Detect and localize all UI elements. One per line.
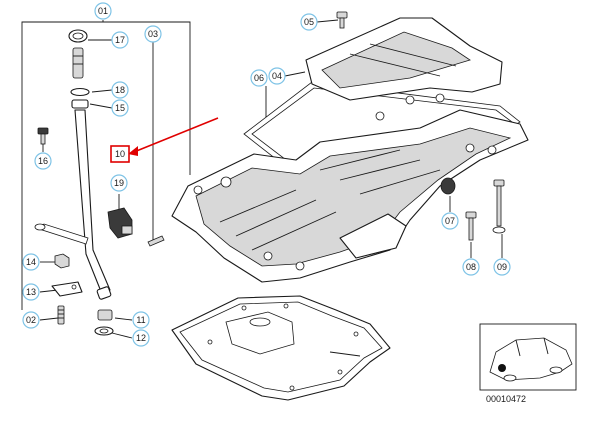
svg-text:05: 05 <box>304 17 314 27</box>
highlighted-part-label: 10 <box>115 149 125 159</box>
dipstick-seal <box>72 47 84 79</box>
svg-text:09: 09 <box>497 262 507 272</box>
callout-02[interactable]: 02 <box>22 311 40 329</box>
arrow-head-icon <box>128 146 138 156</box>
small-parts <box>51 207 165 336</box>
callout-15[interactable]: 15 <box>111 99 129 117</box>
callout-12[interactable]: 12 <box>132 329 150 347</box>
highlighted-part-box[interactable]: 10 <box>110 145 130 163</box>
callout-07[interactable]: 07 <box>441 212 459 230</box>
oil-filler-plug <box>440 177 456 195</box>
svg-text:01: 01 <box>98 6 108 16</box>
holder-bracket <box>51 281 83 297</box>
callout-01[interactable]: 01 <box>94 2 112 20</box>
baffle-bolt <box>336 11 348 19</box>
svg-text:07: 07 <box>445 216 455 226</box>
o-ring <box>70 87 90 97</box>
leader-lines <box>21 19 503 339</box>
callout-09[interactable]: 09 <box>493 258 511 276</box>
upper-oil-pan <box>171 93 529 283</box>
callout-03[interactable]: 03 <box>144 25 162 43</box>
svg-text:02: 02 <box>26 315 36 325</box>
svg-text:16: 16 <box>38 156 48 166</box>
svg-text:04: 04 <box>272 71 282 81</box>
callout-04[interactable]: 04 <box>268 67 286 85</box>
svg-text:03: 03 <box>148 29 158 39</box>
callout-17[interactable]: 17 <box>111 31 129 49</box>
reference-number: 00010472 <box>486 394 526 404</box>
dipstick-guide-tube <box>74 109 111 295</box>
nut <box>54 253 70 269</box>
svg-text:15: 15 <box>115 103 125 113</box>
callout-08[interactable]: 08 <box>462 258 480 276</box>
svg-text:08: 08 <box>466 262 476 272</box>
callout-18[interactable]: 18 <box>111 81 129 99</box>
stud-bolt <box>57 305 65 325</box>
drain-plug <box>97 309 113 321</box>
vehicle-location-inset: 00010472 <box>479 323 577 404</box>
dipstick-assembly <box>34 29 112 300</box>
pan-bolt-short <box>465 211 477 219</box>
pan-bolt-long <box>493 179 505 187</box>
svg-text:06: 06 <box>254 73 264 83</box>
svg-text:17: 17 <box>115 35 125 45</box>
bolt <box>37 127 49 135</box>
svg-text:18: 18 <box>115 85 125 95</box>
callout-06[interactable]: 06 <box>250 69 268 87</box>
svg-text:19: 19 <box>114 178 124 188</box>
svg-text:13: 13 <box>26 287 36 297</box>
screw <box>147 235 165 247</box>
svg-text:14: 14 <box>26 257 36 267</box>
svg-text:11: 11 <box>136 315 145 325</box>
lower-oil-pan <box>171 295 391 401</box>
callout-14[interactable]: 14 <box>22 253 40 271</box>
callout-19[interactable]: 19 <box>110 174 128 192</box>
guide-tube-clip <box>71 99 89 109</box>
callout-05[interactable]: 05 <box>300 13 318 31</box>
svg-text:12: 12 <box>136 333 146 343</box>
oil-baffle <box>305 11 503 101</box>
highlight-arrow <box>128 117 219 156</box>
callout-11[interactable]: 11 <box>132 311 150 329</box>
callout-16[interactable]: 16 <box>34 152 52 170</box>
callout-13[interactable]: 13 <box>22 283 40 301</box>
location-marker-icon <box>498 364 506 372</box>
